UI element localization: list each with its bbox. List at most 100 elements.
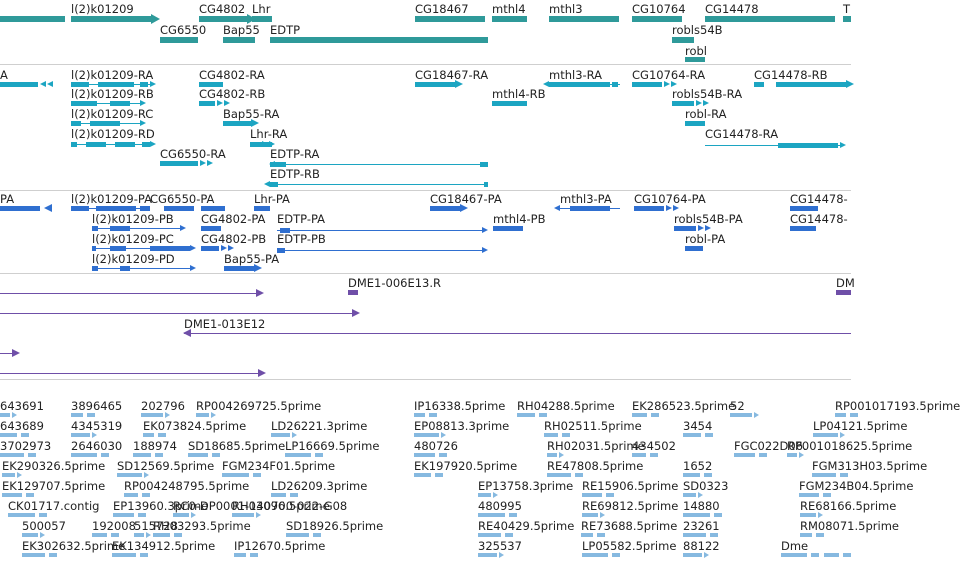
feature-glyph[interactable] — [0, 16, 65, 22]
est-label[interactable]: RP001018625.5prime — [787, 439, 913, 453]
est-glyph[interactable] — [582, 553, 608, 557]
feature-label[interactable]: CG18467-PA — [430, 192, 502, 206]
est-label[interactable]: EK129707.5prime — [2, 479, 106, 493]
feature-glyph[interactable] — [250, 142, 272, 147]
feature-glyph[interactable] — [674, 226, 696, 231]
est-glyph[interactable] — [414, 453, 435, 457]
exon-block[interactable] — [480, 162, 488, 167]
feature-glyph[interactable] — [71, 16, 151, 22]
feature-glyph[interactable] — [492, 16, 527, 22]
est-glyph[interactable] — [138, 513, 146, 517]
exon-block[interactable] — [96, 206, 136, 211]
est-label[interactable]: 23261 — [683, 519, 720, 533]
exon-block[interactable] — [71, 101, 97, 106]
est-glyph[interactable] — [843, 553, 851, 557]
est-label[interactable]: Dme — [781, 539, 809, 553]
est-glyph[interactable] — [705, 433, 713, 437]
feature-label[interactable]: Bap55-PA — [224, 252, 280, 266]
est-label[interactable]: 4345319 — [71, 419, 123, 433]
exon-block[interactable] — [270, 162, 286, 167]
feature-label[interactable]: CG18467 — [415, 2, 469, 16]
exon-block[interactable] — [71, 121, 81, 126]
est-glyph[interactable] — [22, 533, 38, 537]
est-glyph[interactable] — [414, 413, 425, 417]
feature-label[interactable]: mthl3-PA — [560, 192, 612, 206]
feature-label[interactable]: CG14478 — [705, 2, 759, 16]
feature-label[interactable]: EDTP-PA — [277, 212, 326, 226]
est-glyph[interactable] — [800, 513, 816, 517]
est-glyph[interactable] — [612, 553, 620, 557]
est-label[interactable]: EK073824.5prime — [143, 419, 247, 433]
est-glyph[interactable] — [650, 453, 658, 457]
est-label[interactable]: LP04121.5prime — [813, 419, 908, 433]
exon-block[interactable] — [71, 206, 89, 211]
feature-glyph[interactable] — [223, 121, 251, 126]
exon-block[interactable] — [277, 248, 285, 253]
feature-label[interactable]: mthl4-PB — [493, 212, 546, 226]
exon-block[interactable] — [110, 246, 126, 251]
exon-block[interactable] — [142, 142, 150, 147]
exon-block[interactable] — [92, 266, 98, 271]
est-glyph[interactable] — [117, 473, 142, 477]
exon-block[interactable] — [120, 266, 130, 271]
est-glyph[interactable] — [517, 413, 535, 417]
est-glyph[interactable] — [158, 433, 166, 437]
exon-block[interactable] — [612, 82, 618, 87]
est-glyph[interactable] — [286, 533, 309, 537]
est-glyph[interactable] — [683, 493, 696, 497]
est-glyph[interactable] — [824, 553, 839, 557]
feature-label[interactable]: robl — [685, 44, 708, 58]
est-label[interactable]: RH03293.5prime — [153, 519, 251, 533]
est-label[interactable]: LD26209.3prime — [271, 479, 368, 493]
est-glyph[interactable] — [39, 513, 47, 517]
exon-block[interactable] — [270, 182, 278, 187]
est-label[interactable]: 643691 — [0, 399, 44, 413]
est-label[interactable]: FGM234B04.5prime — [799, 479, 914, 493]
est-label[interactable]: SD18685.5prime — [188, 439, 286, 453]
est-glyph[interactable] — [509, 513, 517, 517]
feature-glyph[interactable] — [790, 206, 818, 211]
est-glyph[interactable] — [315, 453, 323, 457]
est-glyph[interactable] — [71, 453, 97, 457]
est-label[interactable]: RE68166.5prime — [800, 499, 897, 513]
est-glyph[interactable] — [414, 473, 431, 477]
est-glyph[interactable] — [730, 413, 752, 417]
feature-label[interactable]: CG6550-PA — [150, 192, 215, 206]
feature-label[interactable]: A — [0, 68, 8, 82]
feature-label[interactable]: CG14478- — [790, 192, 848, 206]
est-glyph[interactable] — [2, 473, 15, 477]
feature-glyph[interactable] — [843, 16, 851, 22]
feature-label[interactable]: CG4802-PB — [201, 232, 267, 246]
exon-block[interactable] — [115, 142, 135, 147]
exon-block[interactable] — [71, 142, 77, 147]
exon-block[interactable] — [140, 206, 150, 211]
est-glyph[interactable] — [124, 493, 138, 497]
exon-block[interactable] — [90, 121, 120, 126]
est-glyph[interactable] — [134, 533, 144, 537]
est-glyph[interactable] — [140, 553, 148, 557]
feature-label[interactable]: robls54B-PA — [674, 212, 743, 226]
est-label[interactable]: RE47808.5prime — [547, 459, 644, 473]
est-glyph[interactable] — [196, 413, 209, 417]
est-glyph[interactable] — [173, 513, 189, 517]
est-glyph[interactable] — [212, 453, 220, 457]
est-label[interactable]: 2646030 — [71, 439, 123, 453]
est-label[interactable]: EK290326.5prime — [2, 459, 106, 473]
feature-label[interactable]: l(2)k01209-RC — [71, 107, 154, 121]
est-glyph[interactable] — [439, 453, 447, 457]
feature-label[interactable]: l(2)k01209-RA — [71, 68, 154, 82]
est-label[interactable]: 515728 — [134, 519, 178, 533]
feature-glyph[interactable] — [549, 16, 619, 22]
est-label[interactable]: 52 — [730, 399, 745, 413]
est-glyph[interactable] — [92, 533, 107, 537]
est-glyph[interactable] — [234, 553, 246, 557]
est-glyph[interactable] — [478, 533, 501, 537]
feature-glyph[interactable] — [685, 57, 705, 62]
est-label[interactable]: RM08071.5prime — [800, 519, 899, 533]
feature-label[interactable]: l(2)k01209-PB — [92, 212, 174, 226]
est-label[interactable]: RE73688.5prime — [581, 519, 678, 533]
feature-glyph[interactable] — [348, 290, 358, 295]
est-label[interactable]: 3702973 — [0, 439, 52, 453]
est-label[interactable]: RC0-DP0001-140700-022-G08 — [173, 499, 348, 513]
exon-block[interactable] — [150, 246, 190, 251]
